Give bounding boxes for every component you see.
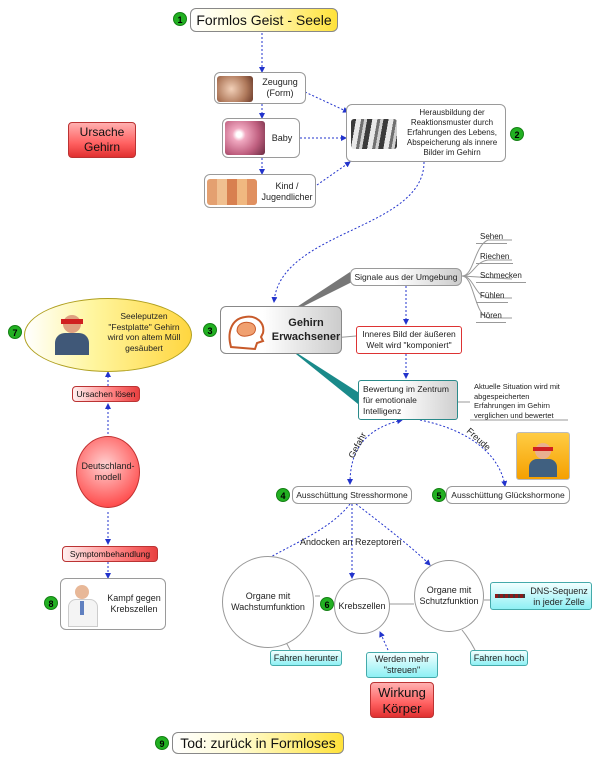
herausbildung-label: Herausbildung der Reaktionsmuster durch … <box>406 108 498 157</box>
node-fahren-hoch[interactable]: Fahren hoch <box>470 650 528 666</box>
title-top[interactable]: Formlos Geist - Seele <box>190 8 338 32</box>
node-stresshormone[interactable]: Ausschüttung Stresshormone <box>292 486 412 504</box>
badge-4: 4 <box>276 488 290 502</box>
herausbildung-image <box>351 119 397 149</box>
seeleputzen-person-image <box>51 311 93 357</box>
andocken-label: Andocken an Rezeptoren <box>300 537 402 547</box>
aktuelle-situation-text: Aktuelle Situation wird mit abgespeicher… <box>474 382 560 420</box>
kind-image <box>207 179 257 205</box>
node-gehirn-erwachsener[interactable]: Gehirn Erwachsener <box>220 306 342 354</box>
node-glueckshormone[interactable]: Ausschüttung Glückshormone <box>446 486 570 504</box>
krebszellen-label: Krebszellen <box>338 600 386 611</box>
badge-8: 8 <box>44 596 58 610</box>
node-deutschlandmodell[interactable]: Deutschland- modell <box>76 436 140 508</box>
dns-label: DNS-Sequenz in jeder Zelle <box>530 586 588 607</box>
node-herausbildung[interactable]: Herausbildung der Reaktionsmuster durch … <box>346 104 506 162</box>
dns-strip-icon <box>495 594 525 598</box>
node-bewertung[interactable]: Bewertung im Zentrum für emotionale Inte… <box>358 380 458 420</box>
sense-schmecken: Schmecken <box>476 271 526 283</box>
node-seeleputzen[interactable]: Seeleputzen "Festplatte" Gehirn wird von… <box>24 298 192 372</box>
node-signale[interactable]: Signale aus der Umgebung <box>350 268 462 286</box>
node-ursachen-loesen[interactable]: Ursachen lösen <box>72 386 140 402</box>
node-ursache-gehirn[interactable]: Ursache Gehirn <box>68 122 136 158</box>
wedge-bewertung <box>286 346 364 404</box>
deutschlandmodell-label: Deutschland- modell <box>81 461 135 482</box>
badge-2: 2 <box>510 127 524 141</box>
kind-label: Kind / Jugendlicher <box>261 181 313 202</box>
badge-6: 6 <box>320 597 334 611</box>
node-baby[interactable]: Baby <box>222 118 300 158</box>
node-krebszellen[interactable]: Krebszellen <box>334 578 390 634</box>
title-bottom[interactable]: Tod: zurück in Formloses <box>172 732 344 754</box>
sense-sehen: Sehen <box>476 232 508 244</box>
badge-5: 5 <box>432 488 446 502</box>
node-symptombehandlung[interactable]: Symptombehandlung <box>62 546 158 562</box>
organe-wachstum-label: Organe mit Wachstumfunktion <box>231 591 305 612</box>
kampf-label: Kampf gegen Krebszellen <box>107 593 161 614</box>
node-inneres-bild[interactable]: Inneres Bild der äußeren Welt wird "komp… <box>356 326 462 354</box>
freude-person-image <box>516 432 570 480</box>
node-fahren-herunter[interactable]: Fahren herunter <box>270 650 342 666</box>
gehirn-erwachsener-label: Gehirn Erwachsener <box>271 317 341 343</box>
node-werden-streuen[interactable]: Werden mehr "streuen" <box>366 652 438 678</box>
badge-7: 7 <box>8 325 22 339</box>
sense-fuehlen: Fühlen <box>476 291 509 303</box>
sense-riechen: Riechen <box>476 252 514 264</box>
node-zeugung[interactable]: Zeugung (Form) <box>214 72 306 104</box>
badge-9: 9 <box>155 736 169 750</box>
node-kind[interactable]: Kind / Jugendlicher <box>204 174 316 208</box>
node-wirkung-koerper[interactable]: Wirkung Körper <box>370 682 434 718</box>
baby-image <box>225 121 265 155</box>
node-kampf[interactable]: Kampf gegen Krebszellen <box>60 578 166 630</box>
organe-schutz-label: Organe mit Schutzfunktion <box>419 585 479 606</box>
sense-hoeren: Hören <box>476 311 506 323</box>
node-organe-schutz[interactable]: Organe mit Schutzfunktion <box>414 560 484 632</box>
zeugung-image <box>217 76 253 102</box>
zeugung-label: Zeugung (Form) <box>262 77 298 98</box>
node-dns[interactable]: DNS-Sequenz in jeder Zelle <box>490 582 592 610</box>
baby-label: Baby <box>271 133 293 143</box>
node-organe-wachstum[interactable]: Organe mit Wachstumfunktion <box>222 556 314 648</box>
seeleputzen-label: Seeleputzen "Festplatte" Gehirn wird von… <box>107 311 181 353</box>
badge-3: 3 <box>203 323 217 337</box>
brain-head-icon <box>228 315 265 351</box>
badge-1: 1 <box>173 12 187 26</box>
doctor-image <box>65 583 101 627</box>
